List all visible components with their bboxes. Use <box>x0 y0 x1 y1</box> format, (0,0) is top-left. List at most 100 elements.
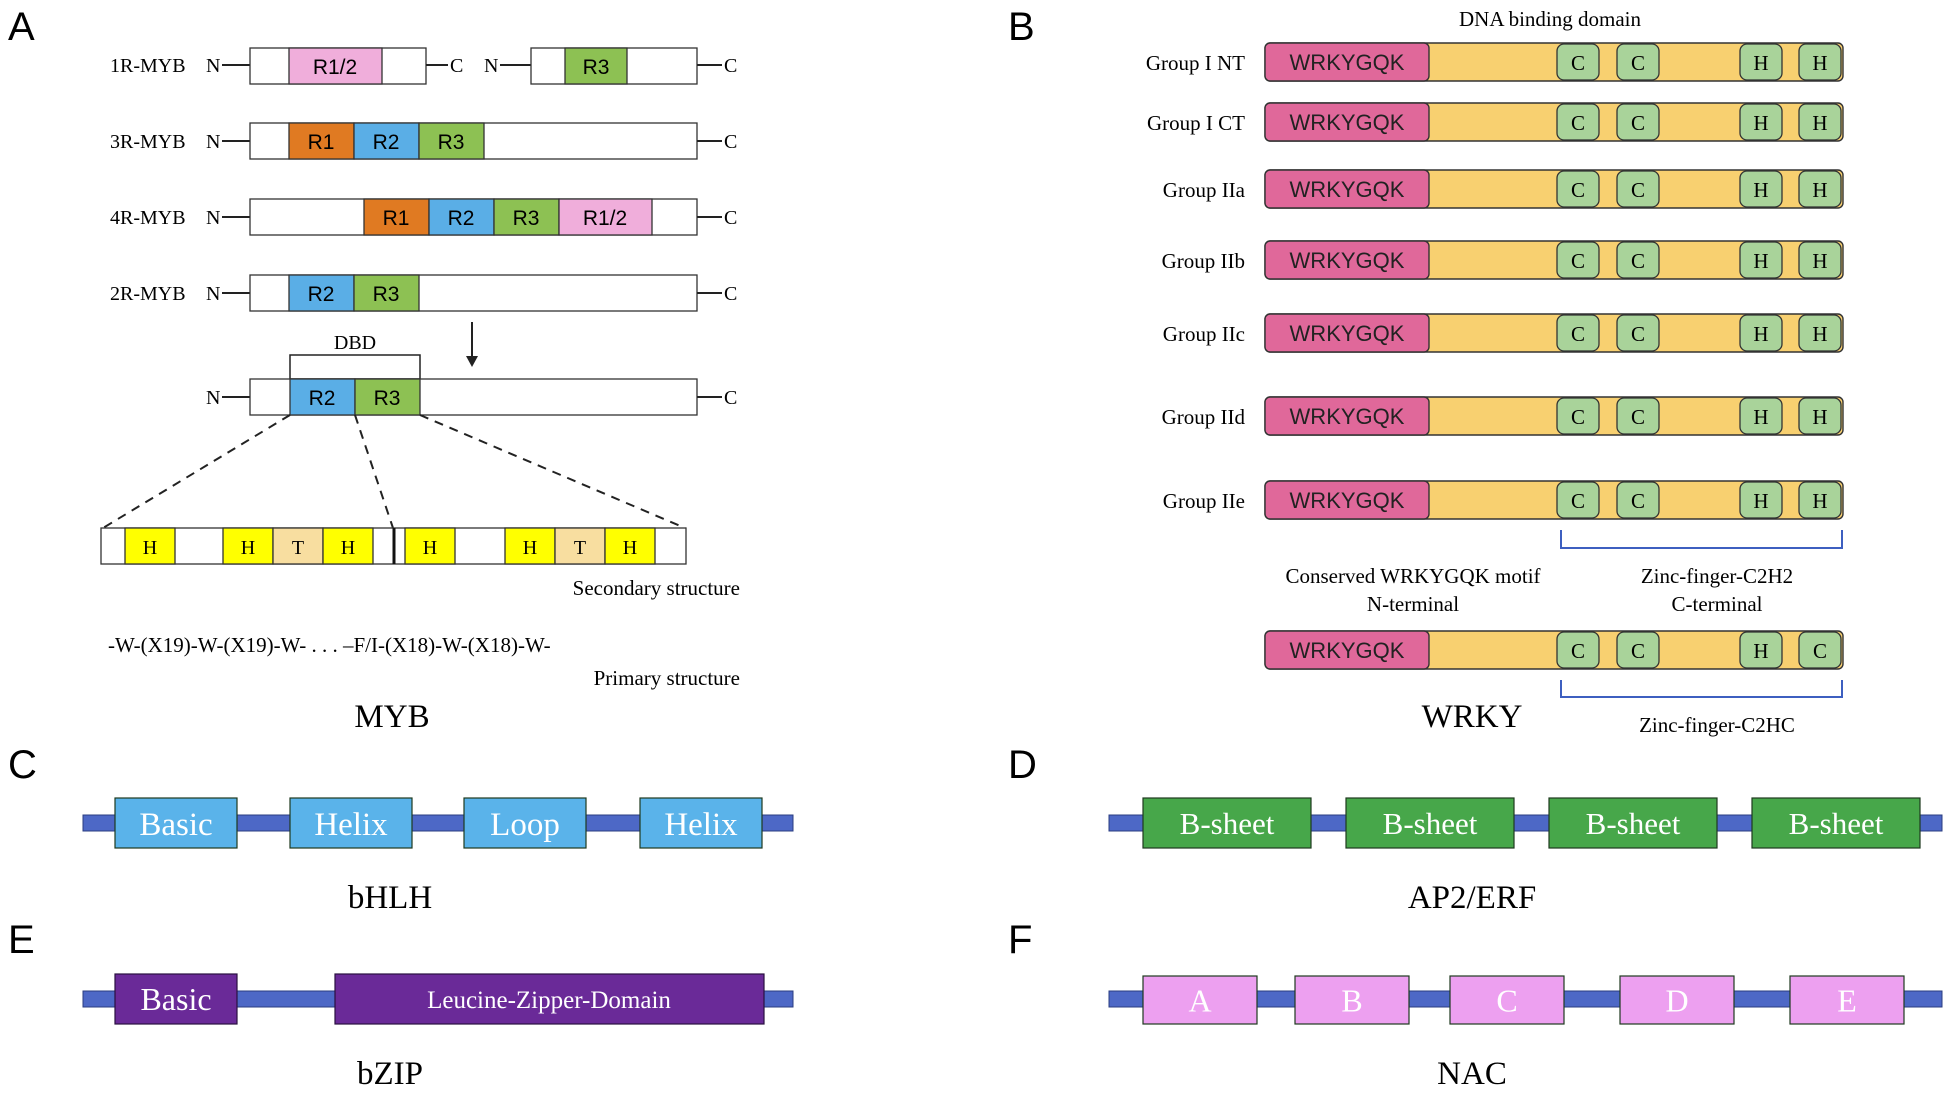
panel-b: B DNA binding domain Group I NT WRKYGQK C C… <box>1008 5 1844 737</box>
myb-repeat-label: R2 <box>373 131 400 154</box>
residue-label: H <box>1753 322 1768 346</box>
residue-label: H <box>1812 178 1827 202</box>
dbd-label: DBD <box>334 332 376 354</box>
panel-title-bzip: bZIP <box>357 1056 423 1092</box>
annotation-left-line1: Conserved WRKYGQK motif <box>1285 564 1540 588</box>
zinc-finger-residue <box>1556 170 1600 208</box>
wrkygqk-motif <box>1264 102 1430 142</box>
primary-sequence: -W-(X19)-W-(X19)-W- . . . –F/I-(X18)-W-(… <box>108 633 551 657</box>
annotation-right-line2: C-terminal <box>1672 592 1763 616</box>
c-terminus-label: C <box>724 55 737 77</box>
residue-label: H <box>1812 249 1827 273</box>
helix-cell <box>322 527 374 565</box>
zinc-finger-residue <box>1739 241 1783 279</box>
residue-label: H <box>1812 111 1827 135</box>
residue-label: C <box>1571 111 1585 135</box>
panel-e: E Basic Leucine-Zipper-Domain bZIP <box>8 918 794 1092</box>
helix-cell <box>604 527 656 565</box>
zinc-finger-residue <box>1798 397 1842 435</box>
nac-subdomain <box>1619 975 1735 1025</box>
motif-label: WRKYGQK <box>1290 488 1405 513</box>
zinc-finger-residue <box>1556 397 1600 435</box>
residue-label: C <box>1571 639 1585 663</box>
myb-repeat-label: R1 <box>308 131 335 154</box>
myb-repeat-label: R3 <box>374 387 401 410</box>
bhlh-domain <box>639 797 763 849</box>
zinc-finger-residue <box>1739 397 1783 435</box>
myb-repeat-r12 <box>558 198 653 236</box>
residue-label: H <box>1753 111 1768 135</box>
helix-cell <box>222 527 274 565</box>
panel-letter-b: B <box>1008 5 1035 49</box>
nac-subdomain <box>1449 975 1565 1025</box>
domain-label: E <box>1837 983 1857 1019</box>
myb-repeat-r2 <box>353 122 420 160</box>
motif-label: WRKYGQK <box>1290 638 1405 663</box>
residue-label: H <box>1753 489 1768 513</box>
panel-title-myb: MYB <box>354 699 429 735</box>
bhlh-domain <box>289 797 413 849</box>
zinc-finger-c2hc-bracket <box>1560 680 1843 698</box>
wrkygqk-motif <box>1264 313 1430 353</box>
n-terminus-label: N <box>206 387 220 409</box>
helix-cell <box>124 527 176 565</box>
motif-label: WRKYGQK <box>1290 248 1405 273</box>
panel-letter-f: F <box>1008 918 1032 962</box>
c-terminus-label: C <box>450 55 463 77</box>
zinc-finger-residue <box>1556 43 1600 81</box>
bhlh-domain <box>114 797 238 849</box>
zinc-finger-residue <box>1798 241 1842 279</box>
zinc-finger-bracket <box>1560 530 1843 549</box>
dbd-bracket-box <box>289 354 421 380</box>
zinc-finger-residue <box>1616 170 1660 208</box>
myb-repeat-r2 <box>428 198 495 236</box>
cell-label: H <box>523 537 537 559</box>
myb-row-3r: 3R-MYB N R1 R2 R3 C <box>110 122 737 160</box>
myb-repeat-label: R2 <box>448 207 475 230</box>
n-terminus-label: N <box>206 207 220 229</box>
annotation-left-line2: N-terminal <box>1367 592 1459 616</box>
myb-repeat-r3 <box>354 378 421 416</box>
domain-label: Helix <box>314 807 388 843</box>
dna-binding-domain-header: DNA binding domain <box>1459 7 1641 31</box>
wrkygqk-motif <box>1264 396 1430 436</box>
myb-repeat-label: R2 <box>309 387 336 410</box>
panel-title-nac: NAC <box>1437 1056 1507 1092</box>
nac-subdomain <box>1789 975 1905 1025</box>
panel-letter-c: C <box>8 743 37 787</box>
c-terminus-label: C <box>724 207 737 229</box>
myb-row-label: 3R-MYB <box>110 131 186 153</box>
residue-label: C <box>1571 178 1585 202</box>
zinc-finger-residue <box>1798 43 1842 81</box>
myb-rows: 1R-MYB N R1/2 C N R3 C 3R-MYB N <box>110 47 737 312</box>
zinc-finger-residue <box>1616 43 1660 81</box>
domain-label: B <box>1341 983 1362 1019</box>
residue-label: H <box>1812 51 1827 75</box>
zinc-finger-residue <box>1739 170 1783 208</box>
myb-repeat-label: R1/2 <box>583 207 627 230</box>
residue-label: C <box>1813 639 1827 663</box>
zinc-finger-residue <box>1739 481 1783 519</box>
residue-label: C <box>1571 489 1585 513</box>
zinc-finger-residue <box>1616 631 1660 669</box>
residue-label: C <box>1631 111 1645 135</box>
group-label: Group I NT <box>1146 51 1245 75</box>
wrkygqk-motif <box>1264 169 1430 209</box>
zinc-finger-residue <box>1556 481 1600 519</box>
residue-label: H <box>1812 489 1827 513</box>
myb-dbd-row: DBD N R2 R3 C <box>206 332 737 416</box>
secondary-structure: H H T H H H T H Secondary structure <box>100 527 740 600</box>
myb-repeat-r2 <box>288 274 355 312</box>
myb-repeat-r12 <box>288 47 383 85</box>
residue-label: C <box>1571 249 1585 273</box>
zinc-finger-residue <box>1556 314 1600 352</box>
n-terminus-label: N <box>484 55 498 77</box>
wrkygqk-motif <box>1264 630 1430 670</box>
domain-label: B-sheet <box>1586 806 1681 841</box>
panel-a: A 1R-MYB N R1/2 C N R3 C <box>8 5 740 735</box>
panel-letter-d: D <box>1008 743 1037 787</box>
